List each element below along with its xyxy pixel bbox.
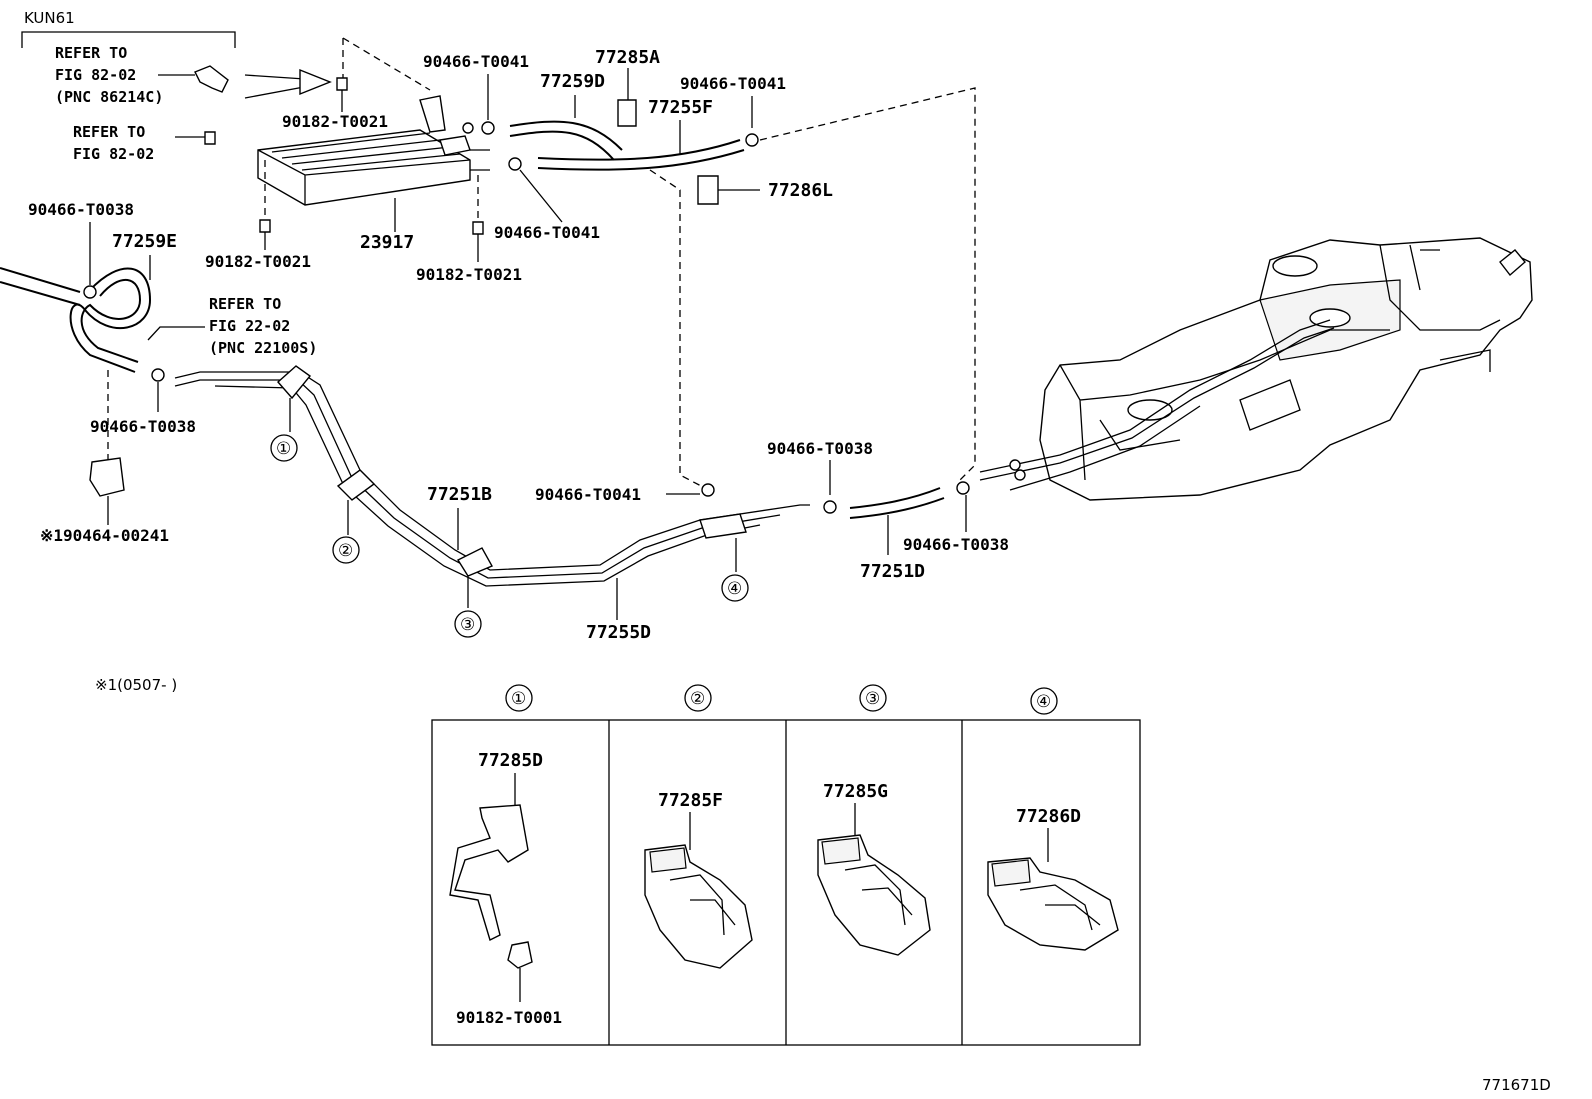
- clamp-1: [277, 365, 312, 400]
- svg-text:FIG 22-02: FIG 22-02: [209, 317, 290, 335]
- svg-text:REFER TO: REFER TO: [73, 123, 145, 141]
- part-77255d: 77255D: [586, 622, 651, 643]
- svg-text:④: ④: [727, 579, 742, 599]
- figure-number: 771671D: [1482, 1076, 1551, 1094]
- part-77286d: 77286D: [1016, 806, 1081, 827]
- detail-panel-1: ① 77285D 90182-T0001: [449, 684, 562, 1027]
- part-90466-t0041-top-right: 90466-T0041: [680, 74, 786, 93]
- hose-77255f: [537, 139, 741, 161]
- clamp-2: [336, 469, 376, 501]
- hose-77259d: [509, 120, 623, 151]
- clamp-77286l: [697, 175, 719, 205]
- part-90466-t0041-mid: 90466-T0041: [494, 223, 600, 242]
- part-90464-00241: ※190464-00241: [40, 526, 169, 545]
- clamp-190464: [89, 457, 125, 497]
- part-77285d: 77285D: [478, 750, 543, 771]
- refer-note-86214c: REFER TO FIG 82-02 (PNC 86214C): [55, 44, 163, 106]
- part-90182-t0021-top: 90182-T0021: [282, 112, 388, 131]
- callout-circle-4: [721, 574, 749, 602]
- svg-text:④: ④: [1036, 692, 1051, 712]
- part-77251b: 77251B: [427, 484, 492, 505]
- pipe-left: [0, 267, 81, 306]
- detail-panel-2: ② 77285F: [644, 684, 753, 969]
- clamp-3: [456, 547, 493, 577]
- clamp-4: [699, 513, 747, 539]
- part-77251d: 77251D: [860, 561, 925, 582]
- part-77259e: 77259E: [112, 231, 177, 252]
- part-77285f: 77285F: [658, 790, 723, 811]
- part-77259d: 77259D: [540, 71, 605, 92]
- cooler-23917: [257, 95, 490, 206]
- detail-panel-group: [431, 719, 1141, 1046]
- model-code: KUN61: [24, 9, 75, 27]
- pipe-assembly: [174, 371, 810, 587]
- part-90182-t0021-bottom: 90182-T0021: [416, 265, 522, 284]
- callout-circle-1: [270, 434, 298, 462]
- svg-text:③: ③: [865, 689, 880, 709]
- refer-note-fig-82-02: REFER TO FIG 82-02: [73, 123, 154, 163]
- callout-circle-3: [454, 610, 482, 638]
- svg-text:①: ①: [276, 439, 291, 459]
- svg-text:②: ②: [690, 689, 705, 709]
- part-77255f: 77255F: [648, 97, 713, 118]
- hose-77259e: [69, 267, 152, 373]
- svg-text:REFER TO: REFER TO: [209, 295, 281, 313]
- svg-text:①: ①: [511, 689, 526, 709]
- part-90466-t0041-top-left: 90466-T0041: [423, 52, 529, 71]
- part-90466-t0038-top: 90466-T0038: [28, 200, 134, 219]
- svg-text:REFER TO: REFER TO: [55, 44, 127, 62]
- part-90182-t0001: 90182-T0001: [456, 1008, 562, 1027]
- part-90466-t0038-left: 90466-T0038: [90, 417, 196, 436]
- part-90182-t0021-left: 90182-T0021: [205, 252, 311, 271]
- svg-text:(PNC 22100S): (PNC 22100S): [209, 339, 317, 357]
- callout-circle-2: [332, 536, 360, 564]
- part-90466-t0041-lower: 90466-T0041: [535, 485, 641, 504]
- part-23917: 23917: [360, 232, 414, 253]
- tank-pipes: [979, 319, 1335, 491]
- detail-panel-3: ③ 77285G: [817, 684, 931, 956]
- nut-icon: [204, 131, 216, 145]
- part-77285g: 77285G: [823, 781, 888, 802]
- clamp-77285a: [617, 99, 637, 127]
- date-note: ※1(0507- ): [95, 676, 177, 694]
- clip-ref-icon: [194, 65, 229, 93]
- detail-panel-4: ④ 77286D: [987, 687, 1119, 951]
- svg-text:(PNC 86214C): (PNC 86214C): [55, 88, 163, 106]
- model-bracket: [21, 31, 236, 48]
- svg-text:③: ③: [460, 615, 475, 635]
- nut-90182-t0001: [507, 941, 533, 969]
- svg-text:FIG 82-02: FIG 82-02: [73, 145, 154, 163]
- refer-note-22100s: REFER TO FIG 22-02 (PNC 22100S): [209, 295, 317, 357]
- part-90466-t0038-lower-right: 90466-T0038: [903, 535, 1009, 554]
- svg-text:FIG 82-02: FIG 82-02: [55, 66, 136, 84]
- part-77286l: 77286L: [768, 180, 833, 201]
- hose-77251d: [849, 487, 941, 509]
- fuel-tank: [1039, 237, 1533, 501]
- part-90466-t0038-right: 90466-T0038: [767, 439, 873, 458]
- part-77285a: 77285A: [595, 47, 660, 68]
- svg-text:②: ②: [338, 541, 353, 561]
